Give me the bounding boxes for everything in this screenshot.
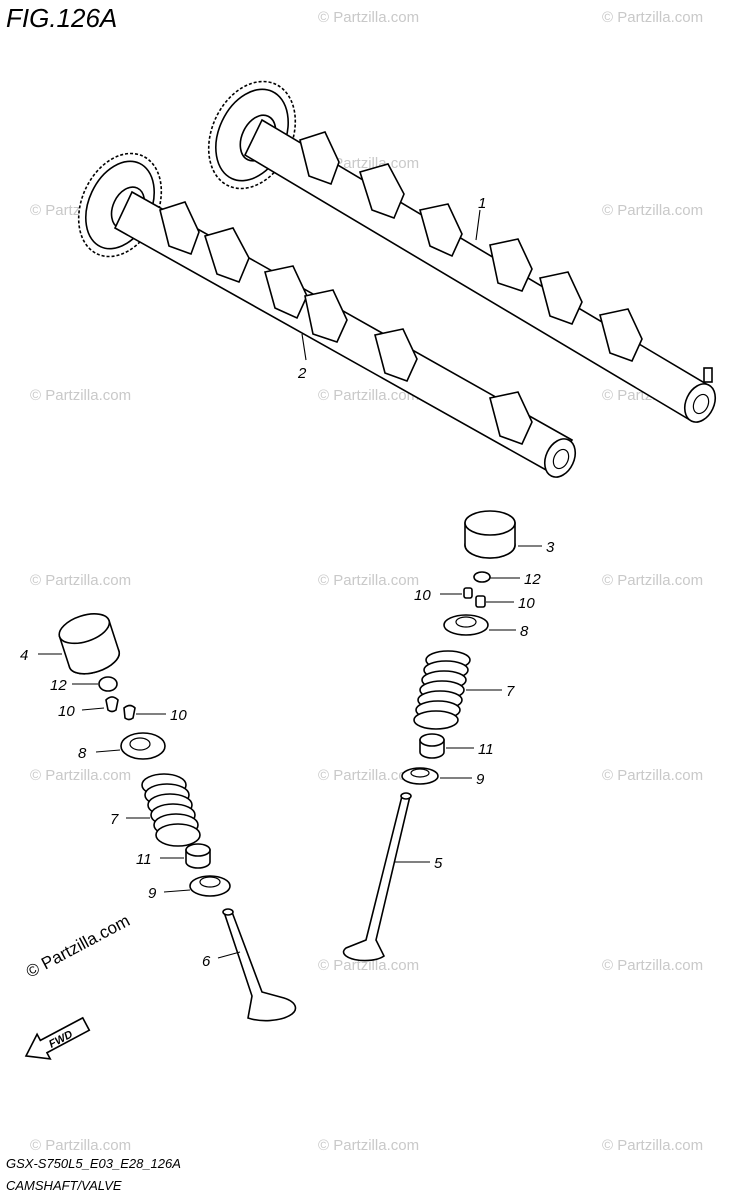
callout-12-left: 12 (50, 677, 67, 694)
watermark: © Partzilla.com (30, 1137, 131, 1154)
valve-assembly-right (342, 510, 516, 962)
watermark: © Partzilla.com (602, 9, 703, 26)
callout-6: 6 (202, 953, 211, 970)
callout-9-left: 9 (148, 885, 157, 902)
callout-8-left: 8 (78, 745, 87, 762)
watermark: © Partzilla.com (318, 1137, 419, 1154)
watermark: © Partzilla.com (30, 387, 131, 404)
leader-line (81, 707, 105, 711)
watermark: © Partzilla.com (602, 767, 703, 784)
leader-line (475, 209, 481, 241)
watermark: © Partzilla.com (602, 957, 703, 974)
callout-8-right: 8 (520, 623, 529, 640)
callout-12-right: 12 (524, 571, 541, 588)
leader-line (163, 889, 191, 893)
callout-5: 5 (434, 855, 443, 872)
callout-11-left: 11 (136, 851, 152, 868)
callout-10-left-a: 10 (58, 703, 75, 720)
leader-line (95, 749, 121, 753)
footer-model-code: GSX-S750L5_E03_E28_126A (6, 1156, 181, 1171)
callout-2: 2 (297, 365, 307, 382)
callout-11-right: 11 (478, 741, 494, 758)
watermark: © Partzilla.com (318, 957, 419, 974)
leader-line (217, 951, 241, 959)
watermark: © Partzilla.com (30, 767, 131, 784)
watermark: © Partzilla.com (318, 9, 419, 26)
watermark: © Partzilla.com (318, 767, 419, 784)
watermark: © Partzilla.com (602, 202, 703, 219)
callout-10-right-a: 10 (414, 587, 431, 604)
callout-1: 1 (478, 195, 486, 212)
callout-3: 3 (546, 539, 555, 556)
callout-7-left: 7 (110, 811, 119, 828)
fwd-label: FWD (47, 1028, 75, 1050)
watermark-highlighted: © Partzilla.com (23, 911, 133, 982)
watermark: © Partzilla.com (602, 572, 703, 589)
callout-10-left-b: 10 (170, 707, 187, 724)
watermark: © Partzilla.com (30, 572, 131, 589)
footer-section: CAMSHAFT/VALVE (6, 1178, 122, 1193)
watermark: © Partzilla.com (602, 1137, 703, 1154)
watermark: © Partzilla.com (318, 387, 419, 404)
leader-line (301, 333, 307, 361)
callout-9-right: 9 (476, 771, 485, 788)
valve-assembly-left (58, 613, 297, 1022)
watermark: © Partzilla.com (318, 572, 419, 589)
callout-7-right: 7 (506, 683, 515, 700)
forward-arrow-icon: FWD (24, 1016, 91, 1060)
callout-10-right-b: 10 (518, 595, 535, 612)
camshaft-2 (77, 152, 577, 478)
callout-4: 4 (20, 647, 28, 664)
figure-title: FIG.126A (6, 3, 117, 33)
camshaft-1 (207, 80, 717, 423)
